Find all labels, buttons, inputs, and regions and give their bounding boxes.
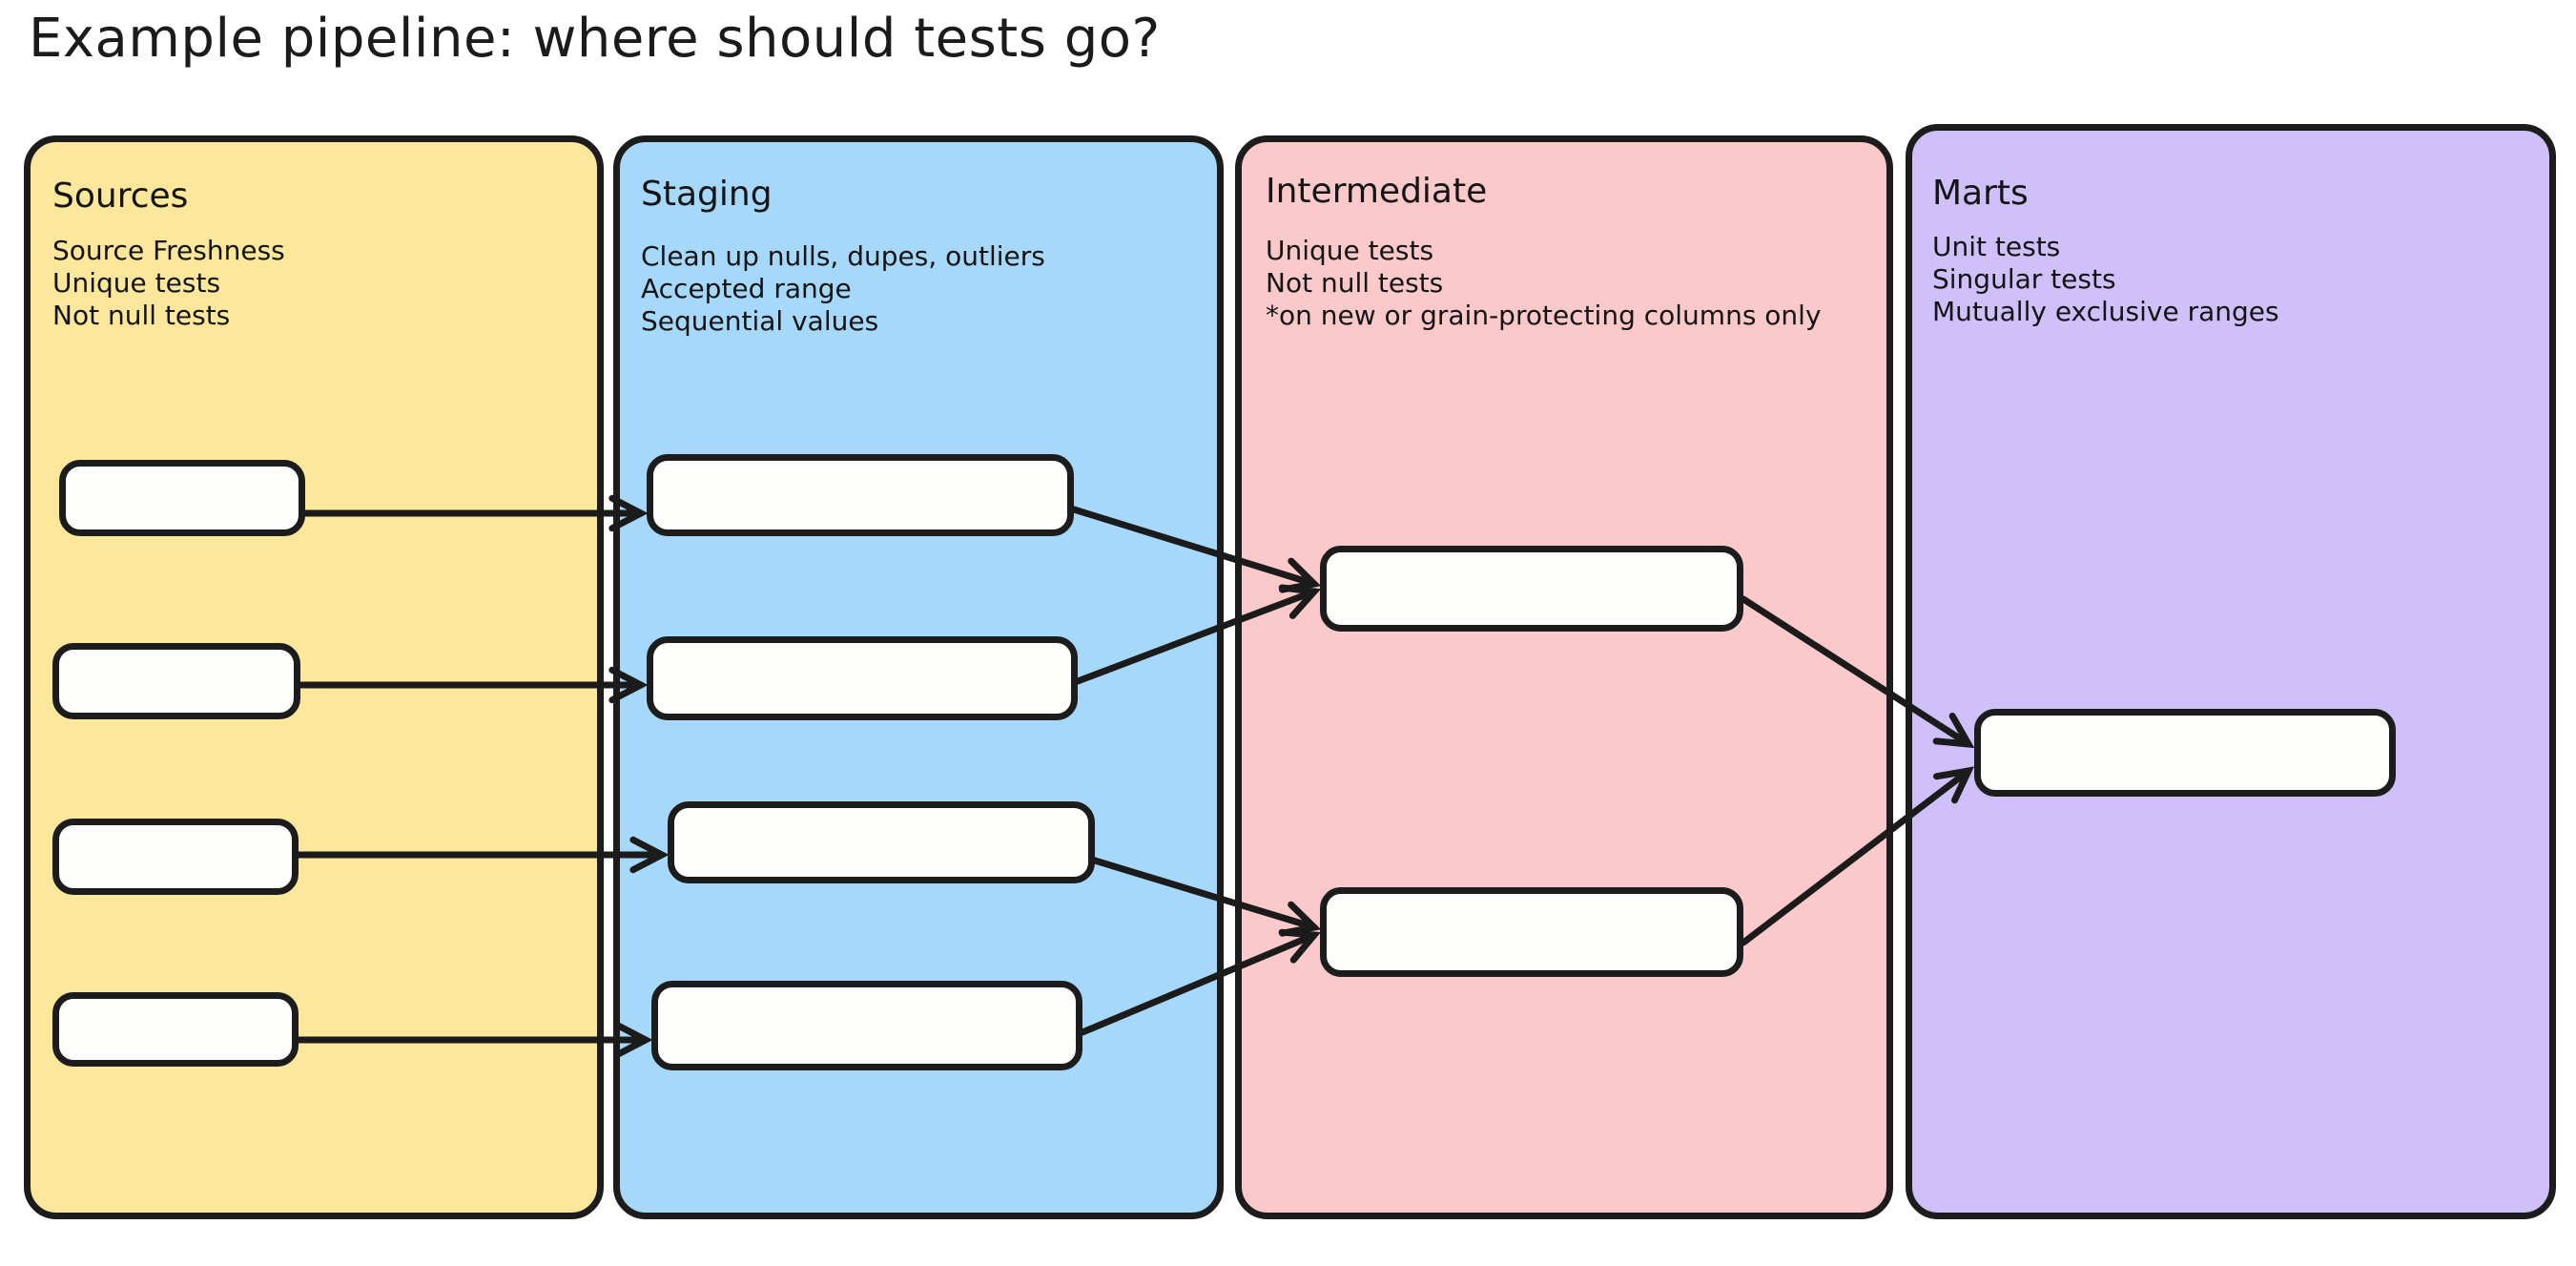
bullet-line: Sequential values	[641, 305, 879, 338]
panel-marts	[1906, 124, 2556, 1219]
source-node-1[interactable]	[59, 460, 305, 536]
bullet-line: Not null tests	[52, 300, 231, 332]
page-title: Example pipeline: where should tests go?	[29, 8, 1161, 70]
intermediate-node-1[interactable]	[1320, 546, 1743, 632]
panel-title-marts: Marts	[1932, 174, 2029, 213]
panel-title-intermediate: Intermediate	[1266, 172, 1488, 211]
staging-node-2[interactable]	[647, 636, 1078, 720]
bullet-line: Unique tests	[52, 267, 221, 300]
panel-title-sources: Sources	[52, 176, 189, 216]
staging-node-1[interactable]	[647, 454, 1074, 536]
bullet-line: Accepted range	[641, 273, 852, 305]
bullet-line: Clean up nulls, dupes, outliers	[641, 240, 1045, 272]
source-node-2[interactable]	[52, 643, 300, 719]
staging-node-4[interactable]	[651, 981, 1082, 1070]
bullet-line: Source Freshness	[52, 235, 285, 266]
intermediate-node-2[interactable]	[1320, 887, 1743, 977]
panel-title-staging: Staging	[641, 175, 773, 214]
bullet-line: Unit tests	[1932, 231, 2061, 262]
bullet-line: Singular tests	[1932, 263, 2116, 296]
bullet-line: Mutually exclusive ranges	[1932, 296, 2279, 328]
marts-node-1[interactable]	[1974, 709, 2396, 797]
bullet-line: *on new or grain-protecting columns only	[1266, 300, 1822, 332]
source-node-4[interactable]	[52, 992, 299, 1067]
bullet-line: Not null tests	[1266, 267, 1444, 300]
staging-node-3[interactable]	[668, 801, 1095, 883]
bullet-line: Unique tests	[1266, 235, 1434, 266]
source-node-3[interactable]	[52, 819, 299, 895]
